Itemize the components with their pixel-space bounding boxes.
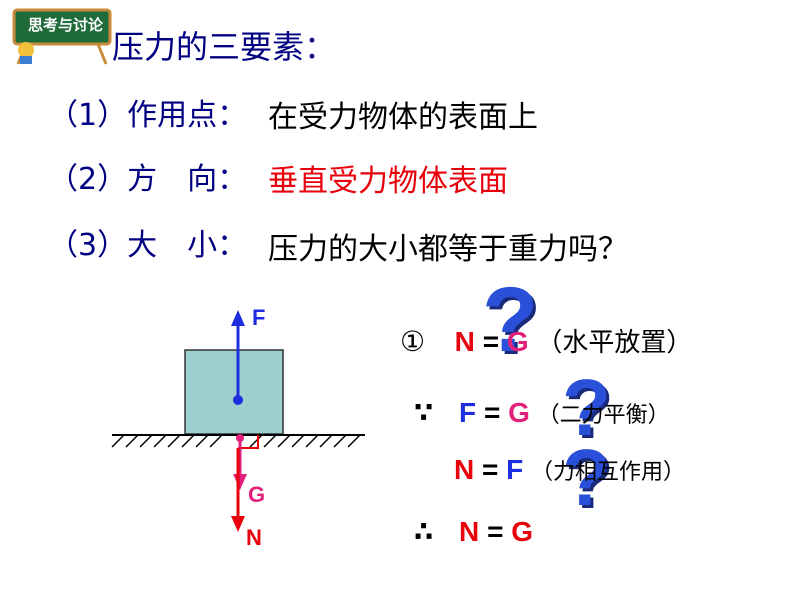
therefore-symbol: ∴: [414, 515, 434, 548]
right-angle-marker: [238, 435, 259, 449]
row-label-3: （3）大 小：: [48, 228, 248, 263]
eq2-note: （二力平衡）: [537, 403, 670, 428]
eq1-g: G: [506, 326, 529, 357]
discussion-badge: 思考与讨论: [6, 6, 116, 66]
eq4-n: N: [459, 516, 480, 547]
row-value-2: 垂直受力物体表面: [268, 164, 508, 199]
force-diagram: [111, 310, 365, 532]
eq2-f: F: [459, 397, 477, 428]
label-n: N: [246, 525, 262, 550]
equation-4: ∴ N = G: [414, 515, 533, 548]
eq4-g: G: [511, 516, 533, 547]
badge-text: 思考与讨论: [28, 16, 104, 34]
force-n-arrowhead: [231, 516, 245, 532]
eq1-marker: ①: [400, 325, 426, 358]
row-label-2: （2）方 向：: [48, 162, 248, 197]
equation-2: ∵ F = G （二力平衡）: [414, 396, 670, 429]
eq3-f: F: [506, 454, 524, 485]
equation-1: ① N = G （水平放置）: [400, 322, 692, 359]
row-label-1: （1）作用点：: [48, 98, 248, 133]
contact-point: [236, 434, 244, 442]
row-value-3: 压力的大小都等于重力吗？: [268, 232, 628, 267]
application-point: [233, 395, 243, 405]
eq2-g: G: [508, 397, 530, 428]
eq3-equals: =: [482, 454, 499, 485]
eq1-note: （水平放置）: [536, 328, 693, 358]
eq3-n: N: [454, 454, 475, 485]
label-f: F: [252, 305, 266, 330]
equation-3: N = F （力相互作用）: [454, 454, 685, 486]
because-symbol: ∵: [414, 396, 434, 429]
row-value-1: 在受力物体的表面上: [268, 100, 538, 135]
chalkboard-icon: [12, 8, 112, 65]
label-g: G: [248, 482, 266, 507]
eq1-equals: =: [482, 326, 500, 357]
eq4-equals: =: [487, 516, 504, 547]
block: [184, 349, 284, 435]
page-title: 压力的三要素：: [112, 28, 337, 66]
force-f-arrowhead: [231, 310, 245, 326]
question-mark-1: ?: [480, 268, 539, 373]
question-mark-3: ?: [561, 432, 613, 524]
ground-hatching: [111, 434, 361, 448]
eq1-n: N: [454, 326, 475, 357]
eq3-note: （力相互作用）: [531, 460, 686, 485]
question-mark-2: ?: [561, 362, 613, 454]
force-g-arrowhead: [233, 474, 247, 490]
eq2-equals: =: [483, 397, 501, 428]
